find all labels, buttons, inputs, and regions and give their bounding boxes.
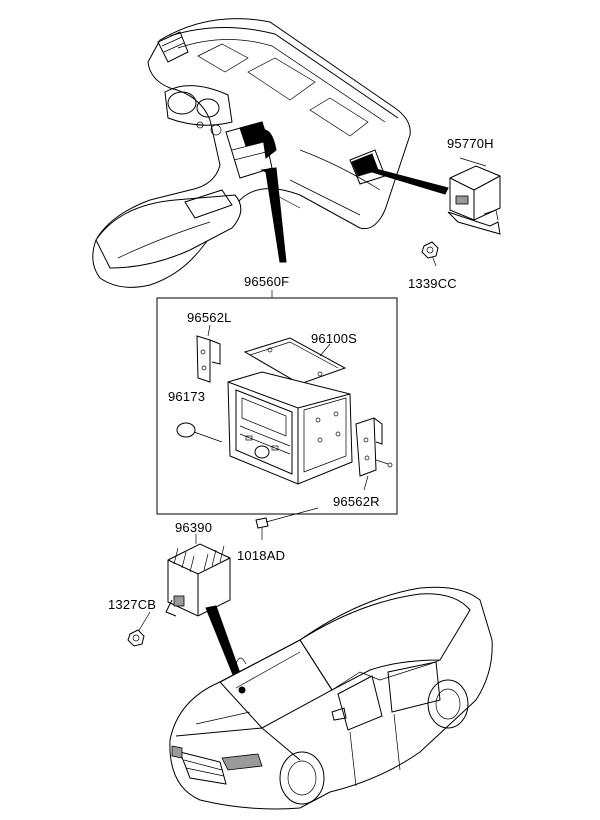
- label-1327cb: 1327CB: [108, 597, 157, 612]
- cover-96100s: [243, 337, 347, 385]
- nut-1327cb: [127, 611, 151, 647]
- knob-96173: [176, 422, 223, 443]
- nut-1339cc: [421, 241, 439, 267]
- label-96173: 96173: [168, 389, 206, 404]
- screw-1018ad: [255, 507, 319, 540]
- amplifier-96390: [165, 534, 231, 617]
- label-1018ad: 1018AD: [237, 548, 286, 563]
- leader-arrow-96560f: [260, 167, 287, 263]
- dashboard-illustration: [92, 18, 411, 288]
- label-96562r: 96562R: [333, 494, 380, 509]
- car-illustration: [169, 586, 493, 810]
- label-96390: 96390: [175, 520, 213, 535]
- leader-arrow-95770h: [371, 167, 449, 195]
- bracket-96562l: [196, 324, 221, 383]
- label-1339cc: 1339CC: [408, 276, 457, 291]
- head-unit: [227, 371, 353, 485]
- label-96100s: 96100S: [311, 331, 358, 346]
- label-96562l: 96562L: [187, 310, 232, 325]
- module-95770h: [447, 157, 501, 235]
- label-96560f: 96560F: [244, 274, 290, 289]
- bracket-96562r: [355, 417, 393, 491]
- label-95770h: 95770H: [447, 136, 494, 151]
- assembly-box-96560f: [156, 297, 398, 515]
